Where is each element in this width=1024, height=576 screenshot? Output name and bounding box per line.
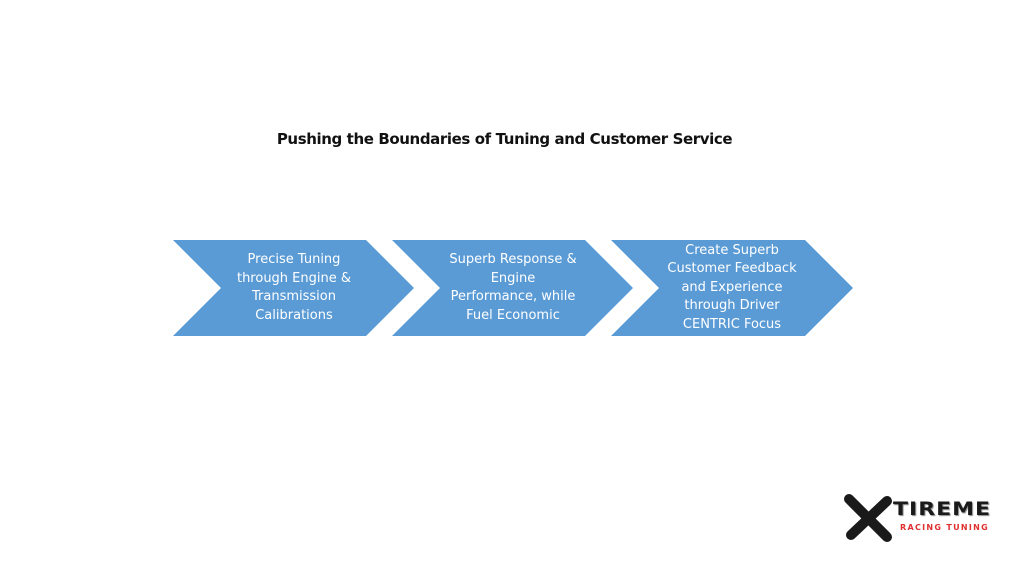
chevron-step-3: [611, 240, 853, 336]
step-1-label: Precise Tuning through Engine & Transmis…: [236, 252, 352, 323]
logo-brand-text: TIREME: [893, 498, 992, 521]
company-logo: TIREME RACING TUNING: [843, 493, 995, 543]
x-logo-icon: [844, 494, 892, 542]
chevron-step-1: [173, 240, 414, 336]
logo-tagline: RACING TUNING: [900, 523, 990, 532]
chevron-step-2: [392, 240, 633, 336]
slide-title: Pushing the Boundaries of Tuning and Cus…: [276, 130, 733, 148]
step-3-label: Create Superb Customer Feedback and Expe…: [667, 242, 797, 332]
step-2-label: Superb Response & Engine Performance, wh…: [449, 252, 577, 323]
